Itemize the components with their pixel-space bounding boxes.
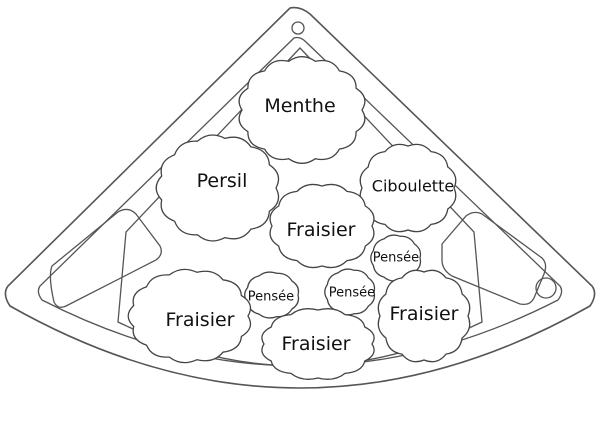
- cloud-menthe: [238, 56, 366, 164]
- plant-label-fraisier-center: Fraisier: [287, 219, 356, 241]
- drain-hole: [535, 277, 557, 299]
- right-compartment: [441, 211, 547, 306]
- cloud-fraisier-left: [127, 268, 252, 364]
- cloud-fraisier-bottom: [261, 308, 375, 380]
- plant-label-fraisier-right: Fraisier: [390, 303, 459, 325]
- plant-label-pensee-left: Pensée: [248, 290, 294, 305]
- plant-label-menthe: Menthe: [264, 95, 335, 117]
- hanging-hole: [291, 21, 305, 35]
- plant-label-pensee-center: Pensée: [329, 286, 375, 301]
- plant-label-pensee-right: Pensée: [373, 251, 419, 266]
- cloud-fraisier-center: [269, 183, 375, 269]
- cloud-persil: [155, 134, 280, 242]
- plant-label-ciboulette: Ciboulette: [372, 177, 454, 196]
- plant-layer: [127, 56, 471, 380]
- plant-label-fraisier-left: Fraisier: [166, 309, 235, 331]
- plant-label-fraisier-bottom: Fraisier: [282, 333, 351, 355]
- left-compartment: [49, 208, 162, 308]
- plant-label-persil: Persil: [197, 170, 248, 192]
- cloud-pensee-center: [324, 268, 376, 316]
- cloud-ciboulette: [359, 143, 457, 233]
- cloud-fraisier-right: [377, 269, 471, 363]
